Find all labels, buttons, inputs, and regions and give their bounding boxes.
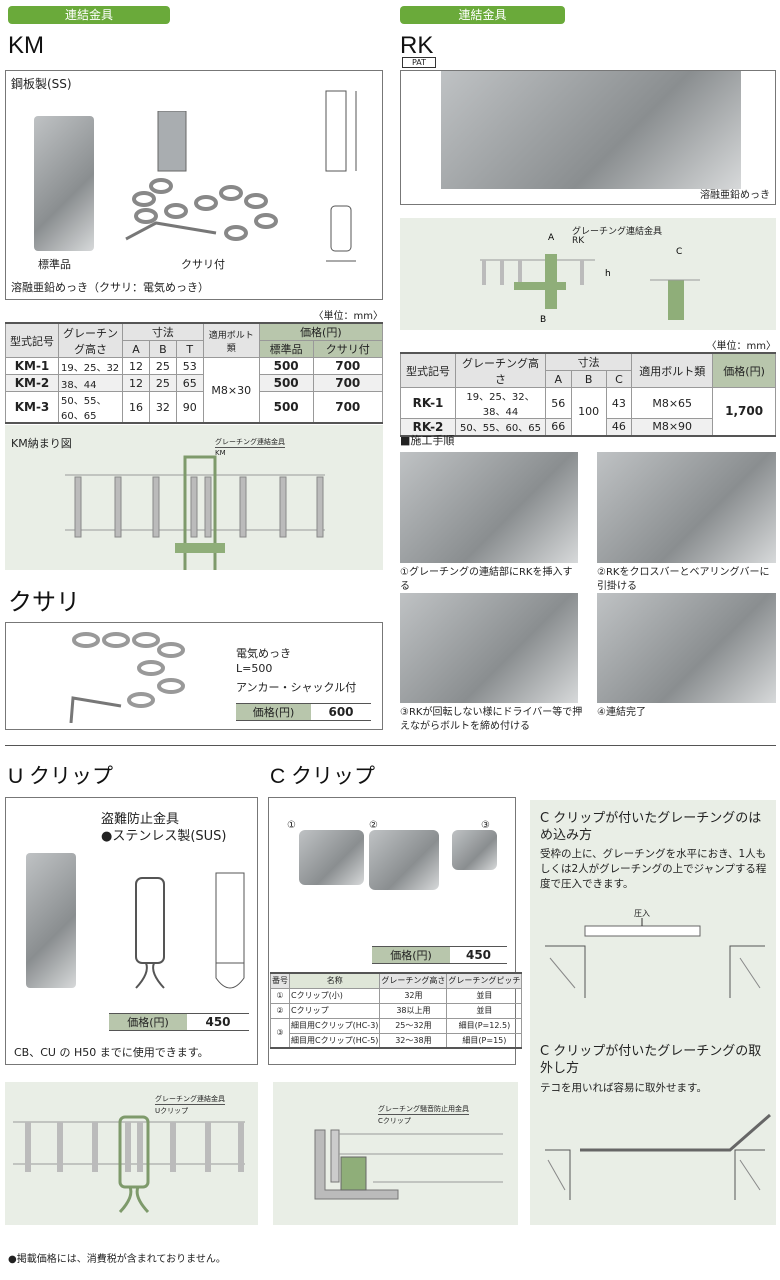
uclip-dimension-drawing (135, 872, 245, 989)
cclip-instructions-panel: C クリップが付いたグレーチングのはめ込み方 受枠の上に、グレーチングを水平にお… (530, 800, 776, 1225)
press-label: 圧入 (634, 909, 650, 918)
cclip-photo-small (299, 830, 364, 885)
chain-finish: 電気めっき (236, 647, 291, 660)
install-text: 受枠の上に、グレーチングを水平におき、1人もしくは2人がグレーチングの上でジャン… (540, 848, 767, 890)
rk-title: RK (400, 32, 434, 59)
uclip-photo (26, 853, 76, 988)
item-number: ③ (481, 820, 490, 831)
chain-length: L=500 (236, 662, 273, 675)
step-photo-2 (597, 452, 776, 563)
diagram-label: RK (572, 236, 585, 246)
diagram-label: グレーチング連結金具 (572, 227, 663, 237)
chain-accessory: アンカー・シャックル付 (236, 681, 357, 694)
removal-diagram (545, 1113, 771, 1200)
km-chain-caption: クサリ付 (181, 258, 225, 271)
cclip-fit-diagram: グレーチング騒音防止用金具 Cクリップ (273, 1082, 518, 1225)
chain-photo (69, 632, 185, 723)
chain-price: 価格(円)600 (236, 703, 371, 721)
item-number: ② (369, 820, 378, 831)
uclip-material: ●ステンレス製(SUS) (101, 829, 227, 844)
chain-title: クサリ (8, 589, 80, 616)
rk-finish: 溶融亜鉛めっき (700, 190, 770, 201)
step-photo-1 (400, 452, 578, 563)
km-chain-photo (125, 111, 278, 241)
pat-badge: PAT (402, 57, 436, 68)
category-badge: 連結金具 (8, 6, 170, 24)
rk-photo-box: 溶融亜鉛めっき (400, 70, 776, 205)
diagram-label: Cクリップ (378, 1117, 411, 1125)
uclip-heading: 盗難防止金具 (101, 812, 180, 827)
install-diagram (545, 918, 765, 998)
km-fit-diagram: KM納まり図 グレーチング連結金具 KM (5, 425, 383, 570)
uclip-title: U クリップ (8, 765, 113, 788)
km-product-box: 鋼板製(SS) 標準品 クサリ付 溶融亜鉛めっき（クサリ：電気めっき） (5, 70, 383, 300)
rk-photo (441, 71, 741, 189)
rk-unit: 〈単位：mm〉 (706, 341, 776, 352)
svg-text:B: B (540, 315, 546, 325)
diagram-label: Uクリップ (155, 1107, 189, 1115)
uclip-note: CB、CU の H50 までに使用できます。 (14, 1046, 209, 1059)
step-caption-2: ②RKをクロスバーとベアリングバーに引掛ける (597, 567, 770, 592)
diagram-label: グレーチング騒音防止用金具 (378, 1105, 469, 1115)
km-title: KM (8, 32, 44, 59)
cclip-photo-fine (452, 830, 497, 870)
uclip-product-box: 盗難防止金具 ●ステンレス製(SUS) 価格(円)450 CB、CU の H50… (5, 797, 258, 1065)
svg-text:h: h (605, 269, 611, 279)
km-dimension-drawing (325, 90, 357, 262)
diagram-label: グレーチング連結金具 (155, 1095, 225, 1105)
km-standard-caption: 標準品 (38, 258, 71, 271)
section-divider (5, 745, 776, 746)
install-title: C クリップが付いたグレーチングのはめ込み方 (540, 811, 762, 843)
steps-title: ■施工手順 (400, 434, 455, 447)
km-standard-photo (34, 116, 94, 251)
category-badge: 連結金具 (400, 6, 565, 24)
svg-text:C: C (676, 247, 682, 257)
km-finish: 溶融亜鉛めっき（クサリ：電気めっき） (11, 281, 209, 294)
uclip-fit-diagram: グレーチング連結金具 Uクリップ (5, 1082, 258, 1225)
table-row: 細目用Cクリップ(HC-5)32〜38用細目(P=15) (271, 1032, 523, 1049)
remove-title: C クリップが付いたグレーチングの取外し方 (540, 1044, 762, 1076)
diagram-label: KM (215, 449, 226, 457)
step-caption-1: ①グレーチングの連結部にRKを挿入する (400, 567, 573, 592)
step-caption-4: ④連結完了 (597, 707, 646, 718)
item-number: ① (287, 820, 296, 831)
step-caption-3: ③RKが回転しない様にドライバー等で押えながらボルトを締め付ける (400, 707, 583, 732)
km-unit: 〈単位：mm〉 (313, 311, 383, 322)
remove-text: テコを用いれば容易に取外せます。 (540, 1082, 707, 1094)
cclip-price: 価格(円)450 (372, 946, 507, 964)
chain-product-box: 電気めっき L=500 アンカー・シャックル付 価格(円)600 (5, 622, 383, 730)
step-photo-4 (597, 593, 776, 703)
km-fit-title: KM納まり図 (11, 437, 72, 450)
diagram-label: グレーチング連結金具 (215, 438, 285, 448)
cclip-photo (369, 830, 439, 890)
km-material: 鋼板製(SS) (11, 77, 72, 91)
tax-footnote: ●掲載価格には、消費税が含まれておりません。 (8, 1254, 226, 1265)
uclip-price: 価格(円)450 (109, 1013, 249, 1031)
svg-text:A: A (548, 233, 555, 243)
cclip-title: C クリップ (270, 765, 375, 788)
step-photo-3 (400, 593, 578, 703)
